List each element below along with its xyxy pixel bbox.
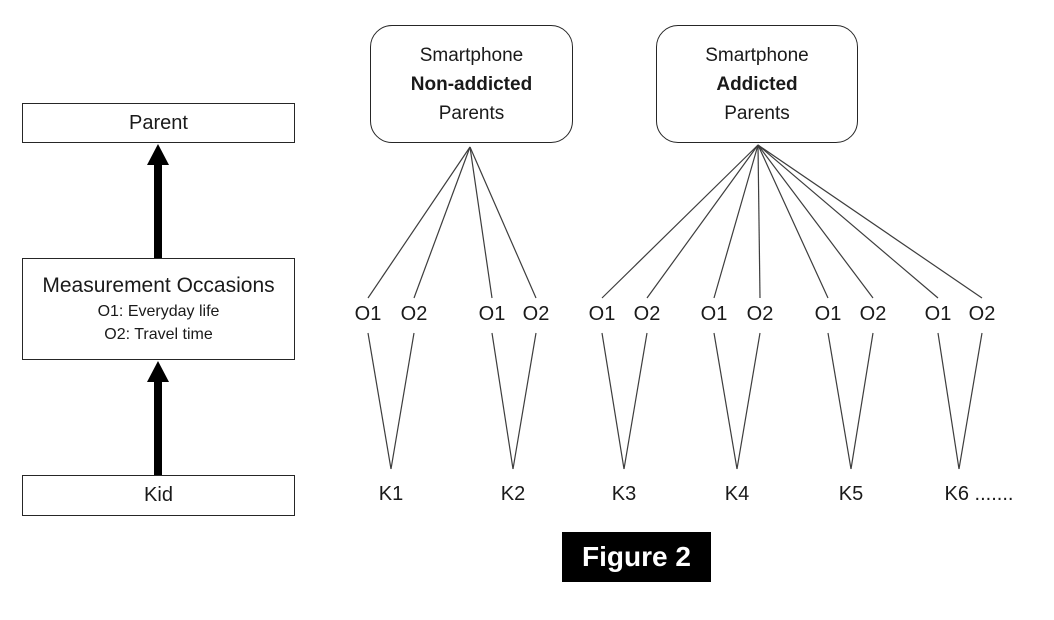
measurement-occasions-title: Measurement Occasions [42,274,275,297]
occasion-label: O2 [746,303,774,325]
parent-box: Parent [22,103,295,143]
occasion-2-definition: O2: Travel time [104,326,213,343]
occasion-label: O1 [588,303,616,325]
occasion-kid-line [623,332,648,470]
addicted-fan-line [757,144,761,299]
non-addicted-parents-box: Smartphone Non-addicted Parents [370,25,573,143]
occasion-kid-line [958,332,983,470]
occasion-kid-line [601,332,625,470]
kid-label: K1 [378,483,404,505]
occasion-label: O2 [968,303,996,325]
kid-label: K5 [838,483,864,505]
figure-caption: Figure 2 [562,532,711,582]
kid-box: Kid [22,475,295,516]
occasion-kid-line [850,332,874,470]
addicted-fan-line [757,144,983,299]
figure-caption-text: Figure 2 [582,541,691,572]
addicted-fan-line [646,144,759,299]
addicted-fan-line [601,144,759,299]
occasion-kid-line [512,332,537,470]
up-arrow-head [147,361,169,382]
occasion-kid-line [390,332,415,470]
group-line: Smartphone [705,44,809,66]
occasion-label: O2 [859,303,887,325]
kid-label: K3 [611,483,637,505]
kid-box-label: Kid [144,484,173,506]
occasion-label: O2 [522,303,550,325]
occasion-label: O1 [924,303,952,325]
kid-label: K6 ....... [944,483,1014,505]
addicted-fan-line [757,144,874,299]
up-arrow-head [147,144,169,165]
group-line: Parents [724,102,790,124]
addicted-fan-line [757,144,939,299]
occasion-kid-line [491,332,514,470]
group-line-emphasis: Addicted [716,73,798,95]
kid-label: K4 [724,483,750,505]
non-addicted-fan-line [367,146,471,299]
occasion-label: O2 [633,303,661,325]
occasion-label: O1 [814,303,842,325]
occasion-kid-line [713,332,738,470]
measurement-occasions-box: Measurement Occasions O1: Everyday life … [22,258,295,360]
occasion-label: O1 [354,303,382,325]
group-line: Parents [438,102,505,124]
non-addicted-fan-line [469,146,493,299]
kid-label: K2 [500,483,526,505]
addicted-parents-box: Smartphone Addicted Parents [656,25,858,143]
occasion-label: O2 [400,303,428,325]
non-addicted-fan-line [469,146,537,299]
occasion-kid-line [937,332,960,470]
addicted-fan-line [757,144,829,299]
occasion-1-definition: O1: Everyday life [97,303,220,320]
occasion-label: O1 [478,303,506,325]
occasion-label: O1 [700,303,728,325]
group-line-emphasis: Non-addicted [410,73,533,95]
occasion-kid-line [367,332,392,470]
occasion-kid-line [736,332,761,470]
parent-box-label: Parent [129,111,188,134]
non-addicted-fan-line [413,146,471,299]
occasion-kid-line [827,332,852,470]
group-line: Smartphone [419,44,524,66]
addicted-fan-line [713,144,759,299]
